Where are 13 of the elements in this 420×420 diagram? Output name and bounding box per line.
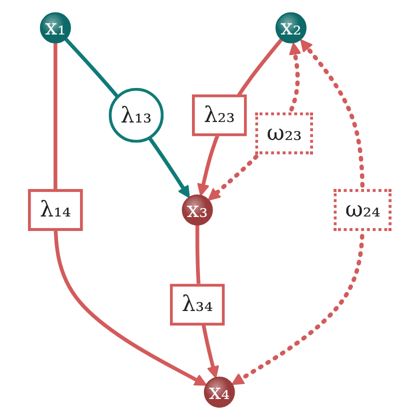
node-circle: x₄ bbox=[204, 376, 235, 408]
arrow bbox=[54, 42, 207, 386]
edge-label: ω₂₃ bbox=[266, 120, 302, 146]
node-circle: x₁ bbox=[40, 12, 71, 44]
arrow bbox=[231, 39, 365, 386]
node-circle: x₃ bbox=[182, 194, 213, 226]
edge-label: ω₂₄ bbox=[345, 196, 380, 222]
edge-label: λ₂₃ bbox=[204, 102, 235, 128]
node-circle: x₂ bbox=[275, 12, 307, 44]
edge-label: λ₁₃ bbox=[120, 102, 152, 128]
edge-label: λ₁₄ bbox=[40, 196, 72, 222]
arrow bbox=[64, 37, 190, 198]
edge-label: λ₃₄ bbox=[182, 290, 213, 317]
